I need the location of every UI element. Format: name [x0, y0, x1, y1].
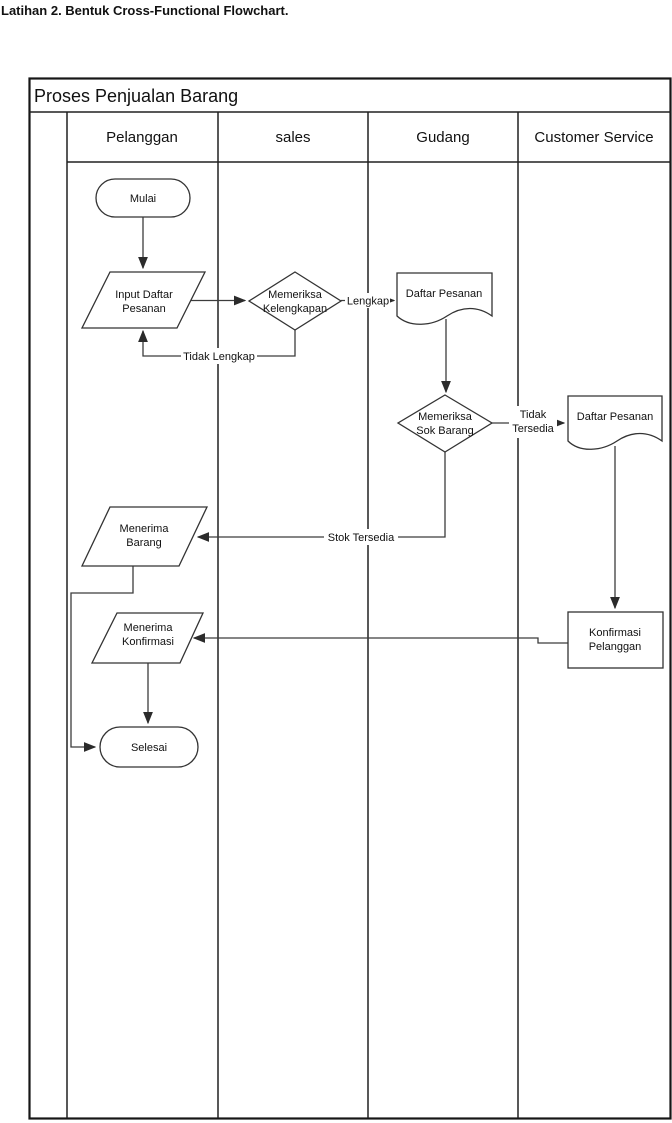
node-label: Mulai [130, 193, 156, 205]
lane-header-customer-service: Customer Service [534, 129, 653, 146]
label-bg-stok-tersedia [324, 529, 398, 545]
node-label-line2: Pesanan [122, 303, 165, 315]
lane-header-sales: sales [275, 129, 310, 146]
node-label-line1: Memeriksa [268, 289, 323, 301]
document-shape [396, 272, 493, 325]
edge-label-tidak: Tidak [520, 409, 547, 421]
node-konfirmasi-pelanggan: Konfirmasi Pelanggan [567, 611, 664, 669]
decision-shape [396, 394, 494, 453]
lane-header-gudang: Gudang [416, 129, 469, 146]
edge-label-lengkap: Lengkap [347, 296, 389, 308]
figure-caption: Latihan 2. Bentuk Cross-Functional Flowc… [1, 3, 289, 18]
io-shape [80, 506, 209, 567]
node-label-line2: Sok Barang [416, 425, 473, 437]
node-daftar-pesanan-cs: Daftar Pesanan [567, 395, 663, 450]
lane-header-pelanggan: Pelanggan [106, 129, 178, 146]
node-memeriksa-stok: Memeriksa Sok Barang [396, 394, 494, 453]
arrow-stok-tersedia [196, 452, 446, 542]
node-menerima-konfirmasi: Menerima Konfirmasi [90, 612, 205, 664]
label-bg-tidak-tersedia [509, 406, 557, 438]
node-label-line2: Konfirmasi [122, 636, 174, 648]
node-label: Daftar Pesanan [406, 288, 482, 300]
swimlane-frame: Proses Penjualan Barang Pelanggan sales … [28, 77, 672, 1120]
label-bg-tidak-lengkap [181, 348, 257, 364]
node-label-line2: Pelanggan [589, 641, 642, 653]
node-label: Selesai [131, 742, 167, 754]
node-label-line1: Memeriksa [418, 411, 473, 423]
terminator-shape [99, 726, 199, 768]
node-menerima-barang: Menerima Barang [80, 506, 209, 567]
edge-labels: Lengkap Tidak Lengkap Tidak Tersedia Sto… [181, 293, 557, 545]
node-label-line2: Barang [126, 537, 161, 549]
chart-border [28, 77, 672, 1120]
document-shape [567, 395, 663, 450]
edge-label-tidak-lengkap: Tidak Lengkap [183, 351, 255, 363]
node-label: Daftar Pesanan [577, 411, 653, 423]
node-label-line1: Menerima [124, 622, 174, 634]
node-mulai: Mulai [95, 178, 191, 218]
node-label-line1: Konfirmasi [589, 627, 641, 639]
terminator-shape [95, 178, 191, 218]
io-shape [90, 612, 205, 664]
node-label-line2: Kelengkapan [263, 303, 327, 315]
node-input-daftar-pesanan: Input Daftar Pesanan [80, 271, 207, 329]
decision-shape [247, 271, 343, 331]
arrow-konfirmasi-to-menerima [192, 633, 568, 644]
node-selesai: Selesai [99, 726, 199, 768]
process-shape [567, 611, 664, 669]
chart-title: Proses Penjualan Barang [34, 86, 238, 106]
arrow-barang-to-selesai [70, 566, 134, 752]
node-memeriksa-kelengkapan: Memeriksa Kelengkapan [247, 271, 343, 331]
edge-label-stok-tersedia: Stok Tersedia [328, 532, 395, 544]
node-daftar-pesanan-gudang: Daftar Pesanan [396, 272, 493, 325]
node-label-line1: Input Daftar [115, 289, 173, 301]
io-shape [80, 271, 207, 329]
edge-label-tersedia: Tersedia [512, 423, 554, 435]
node-label-line1: Menerima [120, 523, 170, 535]
label-bg-lengkap [345, 293, 390, 308]
